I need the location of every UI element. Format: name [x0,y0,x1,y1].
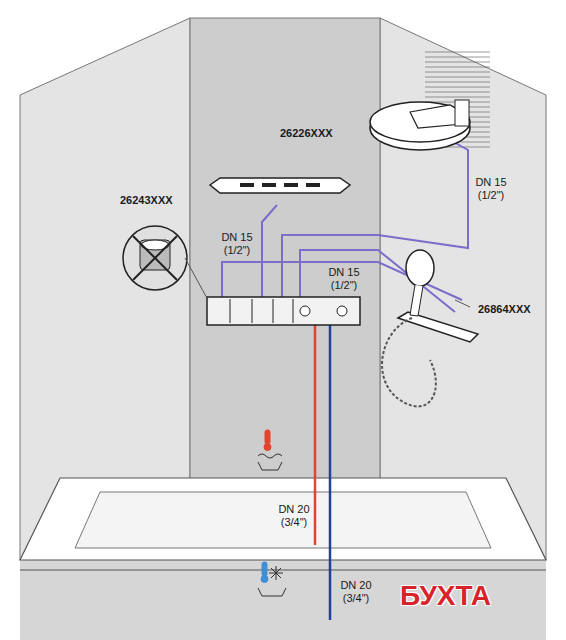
hot-pipe [314,325,317,545]
cold-icon [258,562,286,596]
not-allowed-fitting [123,226,208,300]
part-number: 26243XXX [120,194,192,207]
leader-line [455,300,470,307]
part-number: 26864XXX [478,303,550,316]
cold-pipe [329,325,332,620]
hand-shower [382,250,478,406]
bath-rim [20,478,546,560]
pipe-size: DN 15 (1/2") [216,231,258,256]
part-number: 26226XXX [280,127,350,140]
pipe-size: DN 15 (1/2") [323,266,365,291]
pipe-size: DN 20 (3/4") [335,579,377,604]
shower-rail [210,178,350,193]
bath-basin [75,492,491,548]
thermostat-panel [207,297,360,325]
hot-icon [258,430,282,470]
watermark: БУХТА [400,580,550,612]
pipe-size: DN 20 (3/4") [273,503,315,528]
pipe-size: DN 15 (1/2") [470,176,512,201]
overhead-shower [370,100,470,150]
supply-pipes [222,140,468,312]
